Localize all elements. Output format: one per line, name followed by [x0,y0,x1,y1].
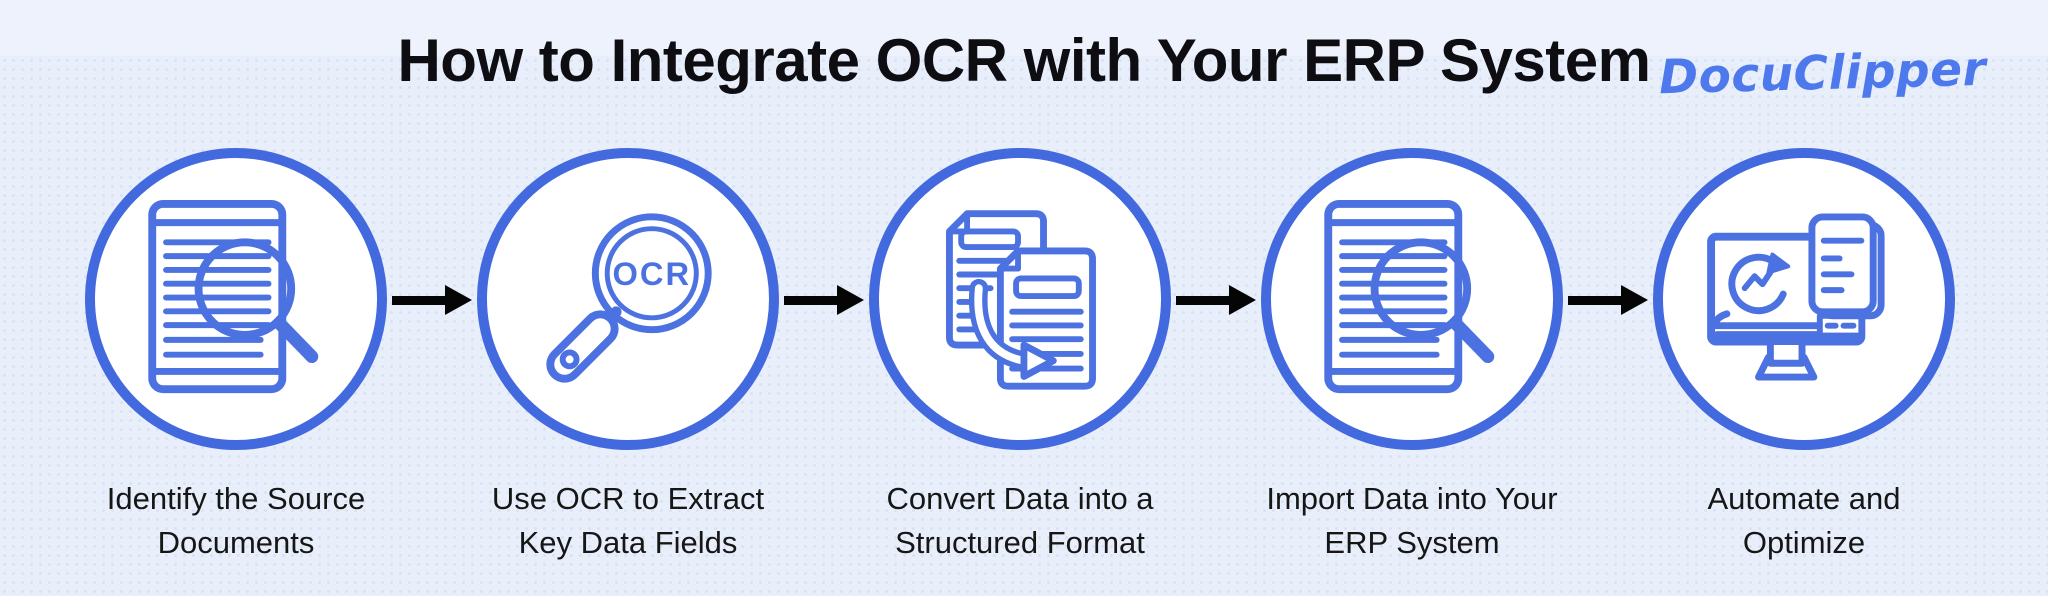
right-arrow [1171,285,1261,315]
page-title: How to Integrate OCR with Your ERP Syste… [397,27,1651,94]
ocr-magnifier-icon: OCR [546,213,712,383]
document-search-icon [148,199,319,394]
right-arrow [779,285,869,315]
step-label: Identify the Source Documents [106,481,366,561]
step-import-erp: Import Data into Your ERP System [1261,148,1563,565]
step-label: Use OCR to Extract Key Data Fields [491,481,765,561]
step-circle [869,148,1171,450]
right-arrow [1563,285,1653,315]
step-circle [85,148,387,450]
step-label: Import Data into Your ERP System [1266,481,1558,561]
automation-monitor-icon [1707,213,1885,381]
step-label: Convert Data into a Structured Format [886,481,1154,561]
step-circle [1261,148,1563,450]
step-identify-source-documents: Identify the Source Documents [85,148,387,565]
step-circle [1653,148,1955,450]
ocr-lens-text: OCR [613,255,692,292]
step-label: Automate and Optimize [1707,481,1901,561]
docuclipper-logo: DocuClipper [1658,41,1987,106]
right-arrow [387,285,477,315]
process-flow: Identify the Source Documents [85,148,1955,565]
step-ocr-extract: OCR Use OCR to Extract Key Data Fields [477,148,779,565]
document-convert-icon [946,210,1096,390]
step-automate-optimize: Automate and Optimize [1653,148,1955,565]
step-convert-structured: Convert Data into a Structured Format [869,148,1171,565]
step-circle: OCR [477,148,779,450]
document-search-icon [1324,199,1495,394]
